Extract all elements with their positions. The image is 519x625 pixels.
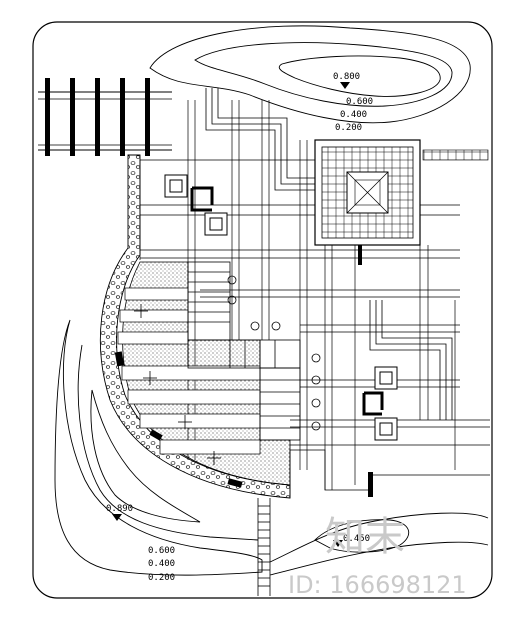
post [358,245,362,265]
contour-label-top-1: 0.600 [346,97,373,107]
top-contours [149,25,471,124]
contour-label-left-3: 0.200 [148,573,175,583]
watermark-id: ID: 166698121 [288,571,467,599]
bottom-right-contours [269,512,489,576]
left-contours [54,319,263,576]
pergola [38,78,172,156]
bottom-right-marker [333,540,343,547]
contour-label-top-2: 0.400 [340,110,367,120]
stepped-walls [205,88,453,420]
steps [187,261,301,441]
planter-dark-edges [190,186,384,416]
contour-label-top-peak: 0.800 [333,72,360,82]
deck-planks [117,287,261,455]
site-boundary [32,21,493,599]
contour-label-left-peak: 0.890 [106,504,133,514]
contour-label-bottom-right: 0.450 [343,534,370,544]
plaza-square [314,139,421,246]
grid-strip [422,149,489,161]
contour-label-left-2: 0.400 [148,559,175,569]
rocks [114,351,243,488]
plant-symbols [134,275,321,465]
watermark-brand: 知末 [325,514,405,560]
bottom-path [257,449,490,596]
left-peak-marker [112,514,122,521]
contour-label-top-3: 0.200 [335,123,362,133]
post [368,472,373,497]
planters [164,174,398,441]
top-peak-marker [340,82,350,89]
contour-label-left-1: 0.600 [148,546,175,556]
